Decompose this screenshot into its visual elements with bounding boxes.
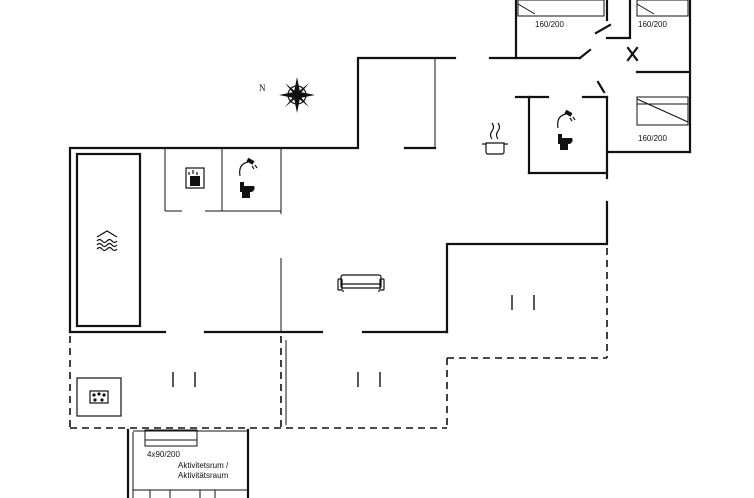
- wall-diag-5: [596, 80, 606, 94]
- bed-size-label: 160/200: [638, 20, 667, 29]
- wall-diag-4: [578, 48, 592, 60]
- wall-east-step: [445, 200, 609, 334]
- activity-room-label-2: Aktivitätsraum: [178, 471, 229, 480]
- double-bed-icon: [636, 0, 689, 17]
- bed-top-left: 160/200: [517, 0, 605, 29]
- beds: 160/200 160/200 160/200: [517, 0, 689, 143]
- double-bed-icon: [636, 96, 689, 126]
- bed-pillow-line: [517, 3, 536, 15]
- activity-room: 4x90/200 Aktivitetsrum / Aktivitätsraum: [126, 428, 250, 498]
- bed-right: 160/200: [636, 96, 689, 143]
- pool-basin: [75, 152, 142, 328]
- activity-room-label-1: Aktivitetsrum /: [178, 461, 229, 470]
- walls: [68, 0, 692, 334]
- wall-west-block: [68, 56, 457, 334]
- sauna-icon: [185, 167, 205, 189]
- bed-size-label: 160/200: [638, 134, 667, 143]
- wall-bed2-left: [605, 0, 632, 40]
- bunk-bed-label: 4x90/200: [147, 450, 180, 459]
- cooking-pot-icon: [482, 122, 508, 155]
- double-bed-icon: [517, 0, 605, 17]
- annex-walls: [69, 248, 608, 429]
- door-marks: [172, 295, 535, 387]
- bed-pillow-line: [636, 3, 655, 15]
- bed-cover-line: [636, 98, 689, 123]
- compass-rose-icon: [279, 77, 315, 113]
- whirlpool-icon: [76, 377, 122, 417]
- shower-toilet-icon: [557, 109, 576, 150]
- indoor-pool-icon: [96, 230, 118, 252]
- shower-toilet-icon: [239, 157, 258, 198]
- bed-size-label: 160/200: [535, 20, 564, 29]
- bed-top-right: 160/200: [636, 0, 689, 29]
- sofa-icon: [337, 274, 385, 292]
- wall-bed3-bottom: [605, 150, 692, 180]
- wall-diag-3: [626, 46, 639, 62]
- compass-north-label: N: [259, 83, 266, 93]
- bunk-bed: [144, 429, 198, 447]
- wall-diag-1: [594, 23, 612, 35]
